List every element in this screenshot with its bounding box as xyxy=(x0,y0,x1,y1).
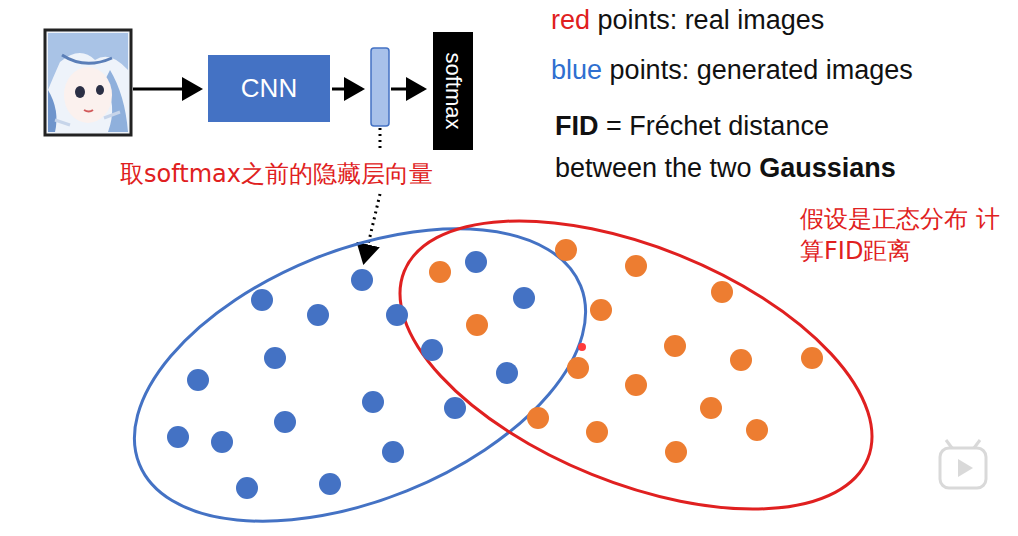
generated-point xyxy=(421,339,443,361)
generated-gaussian xyxy=(93,170,628,536)
feature-vector xyxy=(371,48,389,126)
generated-point xyxy=(307,304,329,326)
dotted-arrow xyxy=(364,194,380,262)
flow-arrow xyxy=(391,88,424,91)
cnn-box: CNN xyxy=(208,55,330,122)
real-point xyxy=(700,397,722,419)
real-point xyxy=(555,239,577,261)
real-point xyxy=(711,281,733,303)
fid-text: between the two xyxy=(555,150,752,186)
generated-point xyxy=(236,477,258,499)
generated-point xyxy=(274,411,296,433)
data-points xyxy=(167,239,823,499)
generated-point xyxy=(187,369,209,391)
node-text: softmax xyxy=(440,52,466,129)
generated-point xyxy=(444,397,466,419)
generated-point xyxy=(211,431,233,453)
real-point xyxy=(527,407,549,429)
legend-word: red xyxy=(551,2,590,38)
real-point xyxy=(625,374,647,396)
generated-point xyxy=(319,473,341,495)
softmax-box: softmax xyxy=(433,32,473,150)
real-point xyxy=(664,335,686,357)
dotted-arrow xyxy=(379,128,382,150)
flow-arrow xyxy=(133,88,200,91)
play-icon xyxy=(940,440,986,488)
input-image xyxy=(45,30,131,135)
cursor-dot xyxy=(578,343,586,351)
fid-term: FID xyxy=(555,108,599,144)
real-point xyxy=(665,441,687,463)
real-point xyxy=(730,349,752,371)
generated-point xyxy=(167,426,189,448)
generated-point xyxy=(386,304,408,326)
generated-point xyxy=(513,287,535,309)
generated-point xyxy=(496,362,518,384)
generated-point xyxy=(264,347,286,369)
real-point xyxy=(586,421,608,443)
fid-text: = Fréchet distance xyxy=(606,108,829,144)
real-point xyxy=(801,347,823,369)
annotation: 取softmax之前的隐藏层向量 xyxy=(118,158,435,190)
generated-point xyxy=(251,289,273,311)
legend-text: points: generated images xyxy=(610,52,913,88)
generated-point xyxy=(362,391,384,413)
fid-term: Gaussians xyxy=(759,150,896,186)
generated-point xyxy=(351,269,373,291)
real-point xyxy=(567,357,589,379)
real-point xyxy=(590,299,612,321)
legend-text: points: real images xyxy=(598,2,825,38)
real-point xyxy=(625,255,647,277)
flow-arrow xyxy=(332,88,362,91)
real-point xyxy=(429,261,451,283)
generated-point xyxy=(382,441,404,463)
legend-word: blue xyxy=(551,52,602,88)
annotation: 假设是正态分布 计算FID距离 xyxy=(800,203,1000,268)
generated-point xyxy=(465,251,487,273)
real-point xyxy=(466,314,488,336)
real-point xyxy=(746,419,768,441)
node-text: CNN xyxy=(241,73,297,104)
